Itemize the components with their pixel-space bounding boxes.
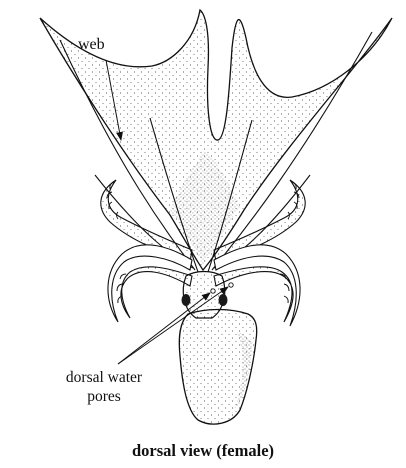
dorsal-water-pores-label: dorsal water pores — [44, 368, 164, 406]
dorsal-water-pores-label-line2: pores — [44, 387, 164, 406]
figure-caption: dorsal view (female) — [0, 441, 406, 461]
dorsal-water-pore-right — [229, 283, 233, 287]
left-eye — [182, 294, 191, 306]
right-eye — [219, 294, 228, 306]
dorsal-water-pore-left — [211, 289, 215, 293]
dorsal-water-pores-label-line1: dorsal water — [44, 368, 164, 387]
web-label: web — [78, 36, 105, 54]
